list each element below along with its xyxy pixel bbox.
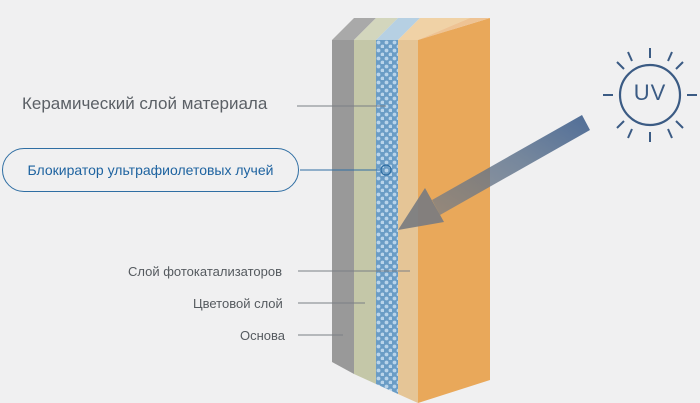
uv-sun-icon	[603, 48, 697, 142]
ceramic-layer	[418, 18, 490, 403]
label-base-layer: Основа	[240, 328, 286, 343]
label-photocatalyst-layer: Слой фотокатализаторов	[128, 264, 283, 279]
color-layer	[354, 18, 398, 384]
uv-blocker-layer	[376, 18, 420, 394]
uv-badge-text: UV	[633, 80, 667, 105]
leader-lines	[297, 105, 410, 336]
uv-ray-arrow	[398, 115, 590, 230]
base-layer	[332, 18, 376, 374]
uv-blocker-marker	[380, 164, 392, 176]
label-uv-blocker: Блокиратор ультрафиолетовых лучей	[27, 162, 274, 178]
uv-blocker-callout: Блокиратор ультрафиолетовых лучей	[2, 148, 299, 192]
label-color-layer: Цветовой слой	[193, 296, 283, 311]
label-ceramic-layer: Керамический слой материала	[22, 94, 268, 113]
